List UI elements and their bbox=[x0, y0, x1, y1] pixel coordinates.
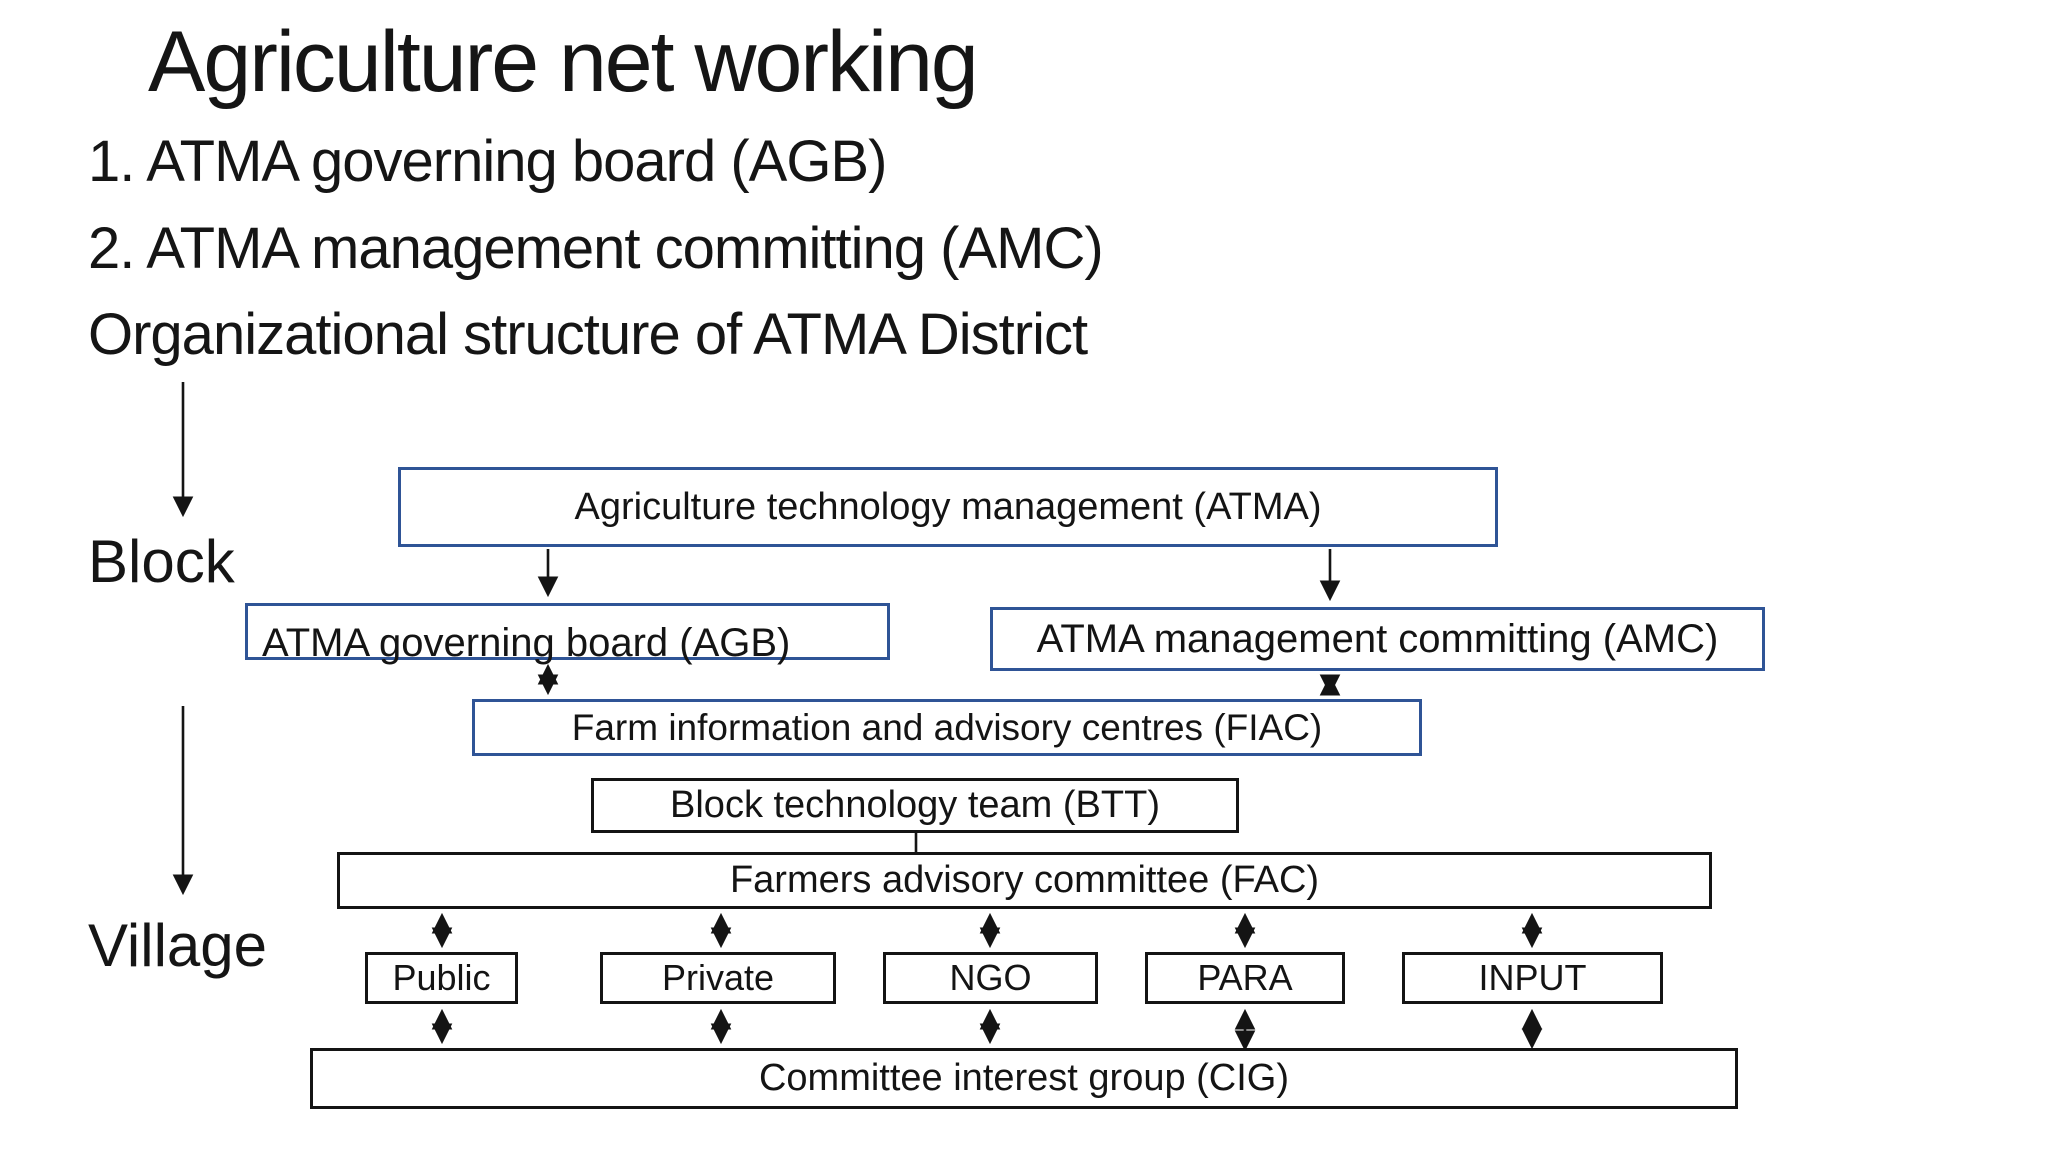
node-public: Public bbox=[365, 952, 518, 1004]
node-btt-label: Block technology team (BTT) bbox=[670, 784, 1160, 826]
list-item-amc: 2. ATMA management committing (AMC) bbox=[88, 216, 1104, 281]
node-fiac-label: Farm information and advisory centres (F… bbox=[571, 706, 1323, 748]
level-label-village: Village bbox=[88, 912, 268, 979]
node-ngo: NGO bbox=[883, 952, 1098, 1004]
node-fiac: Farm information and advisory centres (F… bbox=[472, 699, 1422, 756]
node-agb-label: ATMA governing board (AGB) bbox=[262, 621, 791, 665]
node-para-label: PARA bbox=[1197, 957, 1293, 998]
node-para: PARA bbox=[1145, 952, 1345, 1004]
node-private: Private bbox=[600, 952, 836, 1004]
node-fac-label: Farmers advisory committee (FAC) bbox=[729, 859, 1320, 901]
node-atma: Agriculture technology management (ATMA) bbox=[398, 467, 1498, 547]
node-cig: Committee interest group (CIG) bbox=[310, 1048, 1738, 1109]
list-item-agb: 1. ATMA governing board (AGB) bbox=[88, 129, 887, 194]
node-input-label: INPUT bbox=[1478, 957, 1587, 998]
node-ngo-label: NGO bbox=[949, 957, 1032, 998]
node-private-label: Private bbox=[661, 957, 775, 998]
node-amc-label: ATMA management committing (AMC) bbox=[1036, 616, 1719, 661]
node-amc: ATMA management committing (AMC) bbox=[990, 607, 1765, 671]
node-fac: Farmers advisory committee (FAC) bbox=[337, 852, 1712, 909]
node-agb: ATMA governing board (AGB) bbox=[245, 603, 890, 665]
list-item-org-structure: Organizational structure of ATMA Distric… bbox=[88, 302, 1088, 367]
node-input: INPUT bbox=[1402, 952, 1663, 1004]
node-atma-label: Agriculture technology management (ATMA) bbox=[574, 485, 1322, 528]
node-public-label: Public bbox=[392, 957, 491, 998]
node-cig-label: Committee interest group (CIG) bbox=[758, 1057, 1290, 1099]
level-label-block: Block bbox=[88, 528, 235, 595]
page-title: Agriculture net working bbox=[148, 14, 979, 110]
node-btt: Block technology team (BTT) bbox=[591, 778, 1239, 833]
